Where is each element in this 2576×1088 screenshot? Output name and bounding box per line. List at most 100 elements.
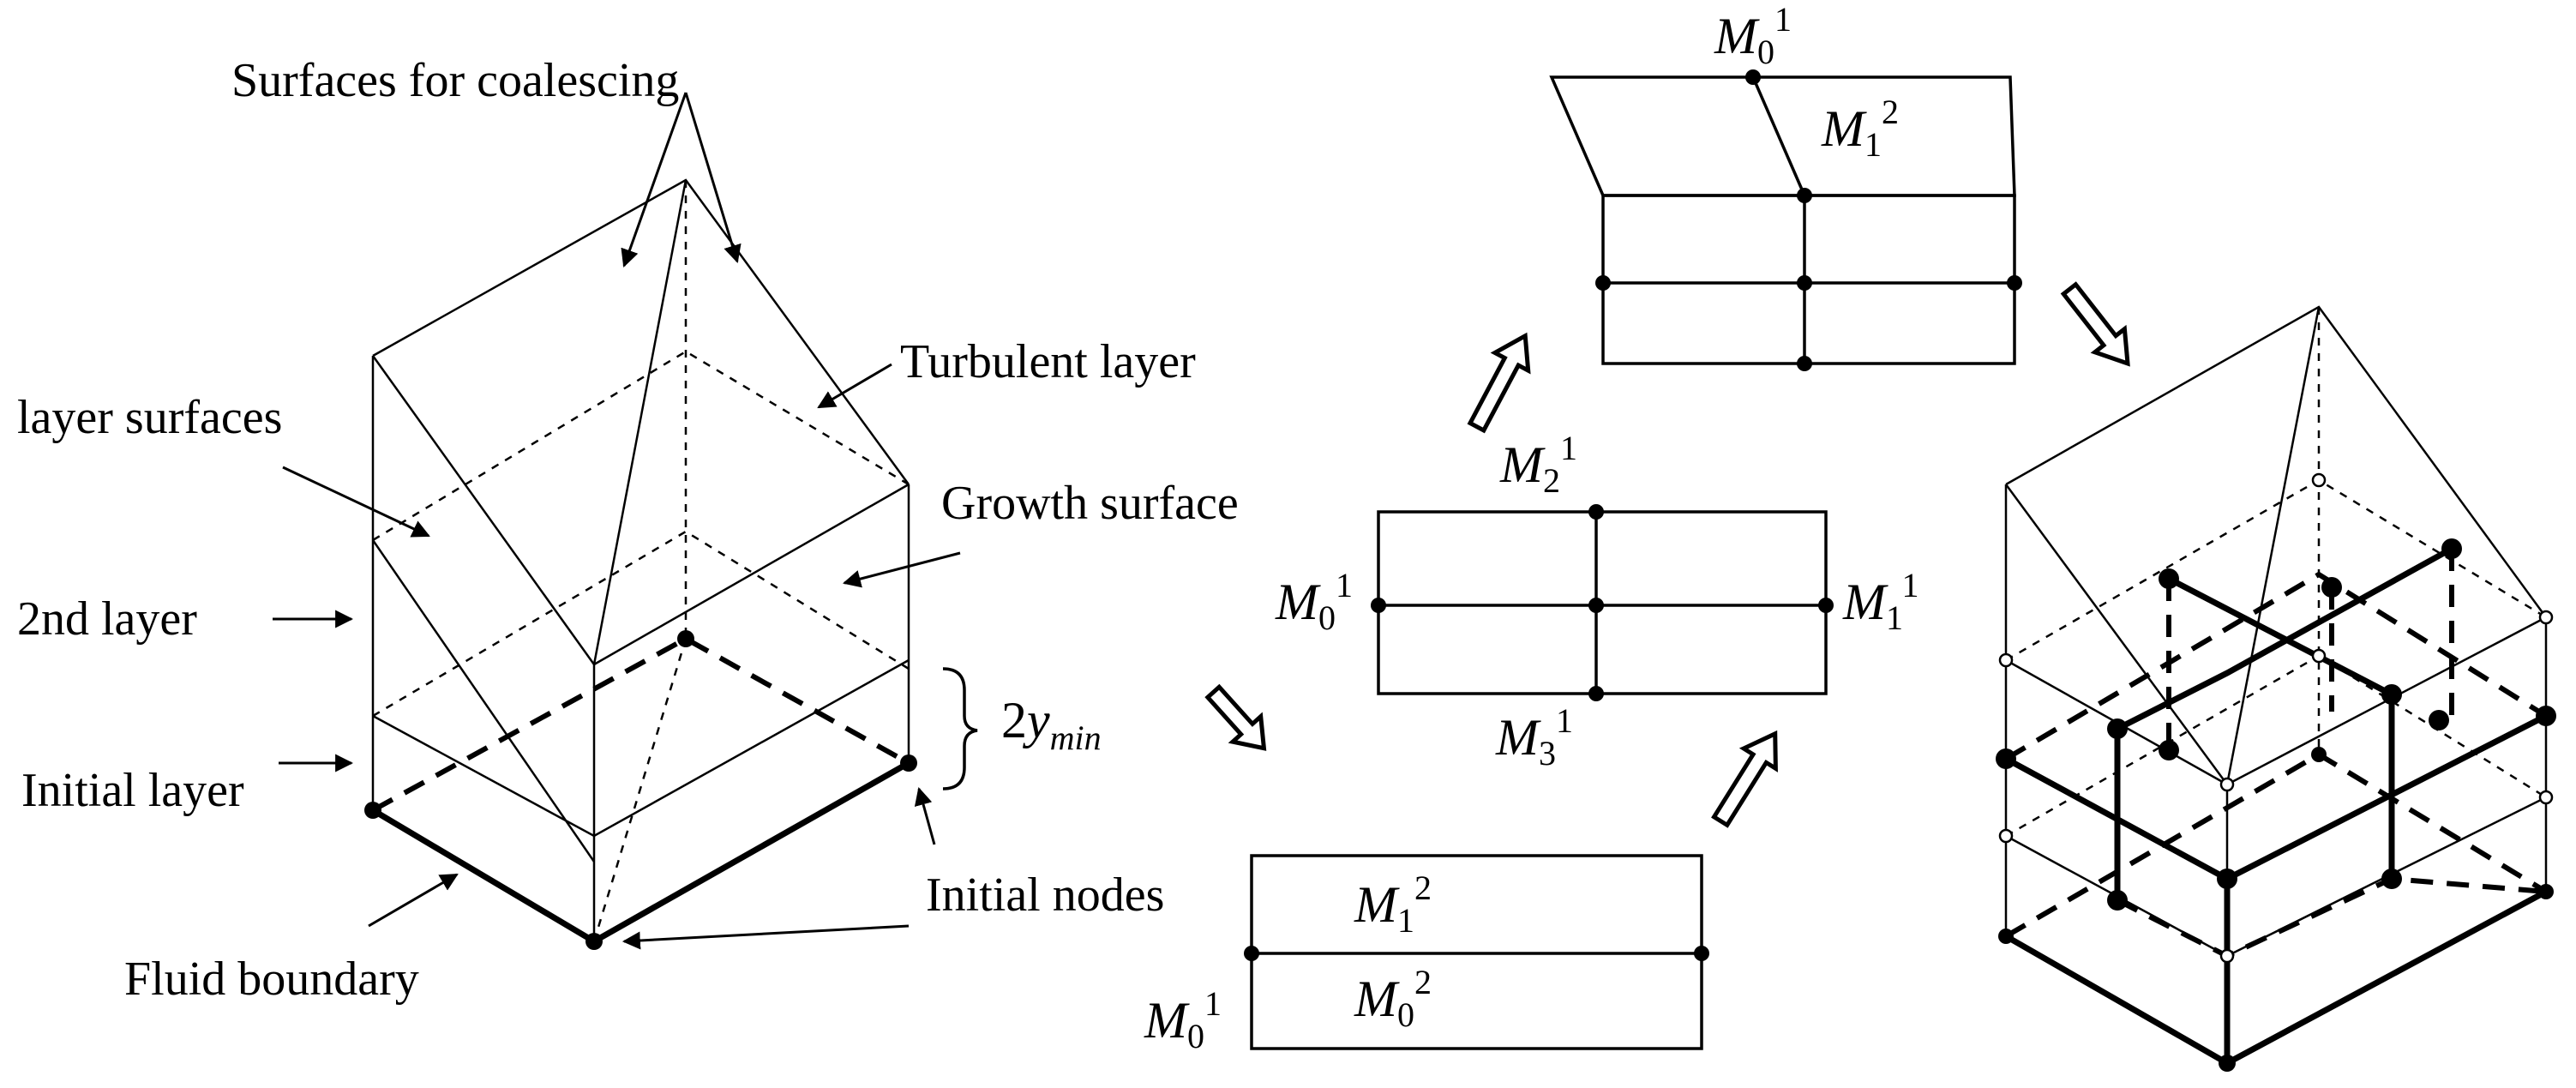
right-block-base-back [2004,751,2548,939]
top-box-node [2007,275,2022,291]
second-layer-label: 2nd layer [17,592,197,646]
right-block-back-mid [2005,654,2547,838]
top-box-node [1745,69,1761,85]
growth-surface-label: Growth surface [941,477,1239,530]
top-box-node [1595,275,1611,291]
middle-box-node [1818,598,1834,613]
right-block-small-node [2219,948,2235,964]
right-block-node [2217,869,2237,889]
top-box-top-face [1549,75,2016,197]
right-block-node [2429,710,2449,730]
right-block-node [2107,718,2128,739]
right-block-small-node [2219,777,2235,792]
right-block-small-node [2311,648,2327,664]
flow-arrows [1204,281,2130,828]
middle-box-node [1588,504,1604,520]
node-label-bottom-0: M12 [1354,869,1432,940]
middle-box [1371,504,1834,701]
bottom-box [1244,854,1709,1050]
right-block-node [2381,684,2402,705]
right-block-node [2107,890,2128,911]
ymin-brace [942,667,978,790]
right-block-inner-grid [2167,575,2395,879]
right-block-node [2536,706,2556,726]
left-block-node [364,802,381,819]
left-block-back-diag [592,638,688,942]
initial-nodes-arrow [621,924,910,950]
node-label-bottom-2: M01 [1144,984,1222,1055]
right-block-base-front [2004,888,2548,1067]
left-block-roof-front-right [593,483,910,666]
bottom-box-node [1694,946,1709,961]
right-block-node [2441,538,2462,559]
right-block-inner-grid [2116,545,2453,732]
flow-arrow [2060,281,2130,367]
flow-arrow [1467,332,1531,434]
node-label-mid-2: M11 [1842,566,1919,637]
right-block-small-node [1998,828,2014,844]
right-block-node [2381,869,2402,889]
right-block-inner-bottom [2116,875,2547,959]
right-block-inner-front [2004,712,2548,882]
right-block-inner-back [2004,571,2548,761]
middle-box-node [1371,598,1386,613]
right-block-node [1996,748,2016,769]
right-block-node [2321,577,2342,598]
right-block-node [2538,884,2554,899]
right-block-roof-left [2004,484,2229,785]
left-block-node [585,933,603,950]
turbulent-layer-arrow [817,363,892,409]
coalescing-arrow [621,92,688,267]
right-block-node [1998,929,2014,944]
top-box-node [1797,275,1812,291]
left-block-node [900,754,917,772]
left-block-ridge [592,179,688,665]
top-box [1549,69,2022,371]
coalescing-arrow [684,92,742,264]
middle-box-node [1588,598,1604,613]
node-label-mid-1: M01 [1275,566,1353,637]
turbulent-layer-label: Turbulent layer [900,335,1196,388]
right-block-node [2159,568,2179,589]
flow-arrow [1204,683,1267,751]
right-block-node [2159,740,2179,760]
right-block-small-node [2311,472,2327,488]
two-ymin-label: 2ymin [1001,692,1102,757]
right-block-small-node [2538,610,2554,625]
left-block-base-back [371,635,910,813]
top-box-top-divider [1751,76,1806,196]
top-box-node [1797,356,1812,371]
layer-surfaces-arrow [282,466,430,538]
fluid-boundary-label: Fluid boundary [124,953,419,1006]
left-block-node [677,630,694,647]
right-block-node [2311,747,2327,762]
right-block-small-node [1998,652,2014,668]
node-label-bottom-1: M02 [1354,963,1432,1034]
right-block-roof [2005,305,2548,618]
node-label-mid-3: M31 [1495,701,1573,772]
layer-surfaces-label: layer surfaces [17,391,282,444]
left-block-roof [372,178,910,485]
node-label-mid-0: M21 [1499,429,1577,500]
right-block [1996,305,2556,1072]
bottom-box-node [1244,946,1259,961]
right-block-small-node [2538,790,2554,805]
top-box-node [1797,188,1812,203]
left-block-layer-line [371,539,596,863]
left-block-layer-front-2 [372,658,910,838]
initial-nodes-label: Initial nodes [926,869,1164,922]
initial-layer-label: Initial layer [21,764,244,817]
fluid-boundary-arrow [368,873,459,928]
surfaces-for-coalescing-label: Surfaces for coalescing [231,54,679,107]
initial-nodes-arrow [914,786,936,845]
right-block-ridge [2225,306,2321,785]
growth-surface-arrow [842,551,961,588]
node-label-top-1: M12 [1821,93,1899,164]
left-block [273,92,978,950]
left-block-roof-front-left [371,355,596,665]
right-block-node [2219,1055,2236,1072]
flow-arrow [1711,730,1778,828]
middle-box-node [1588,686,1604,701]
